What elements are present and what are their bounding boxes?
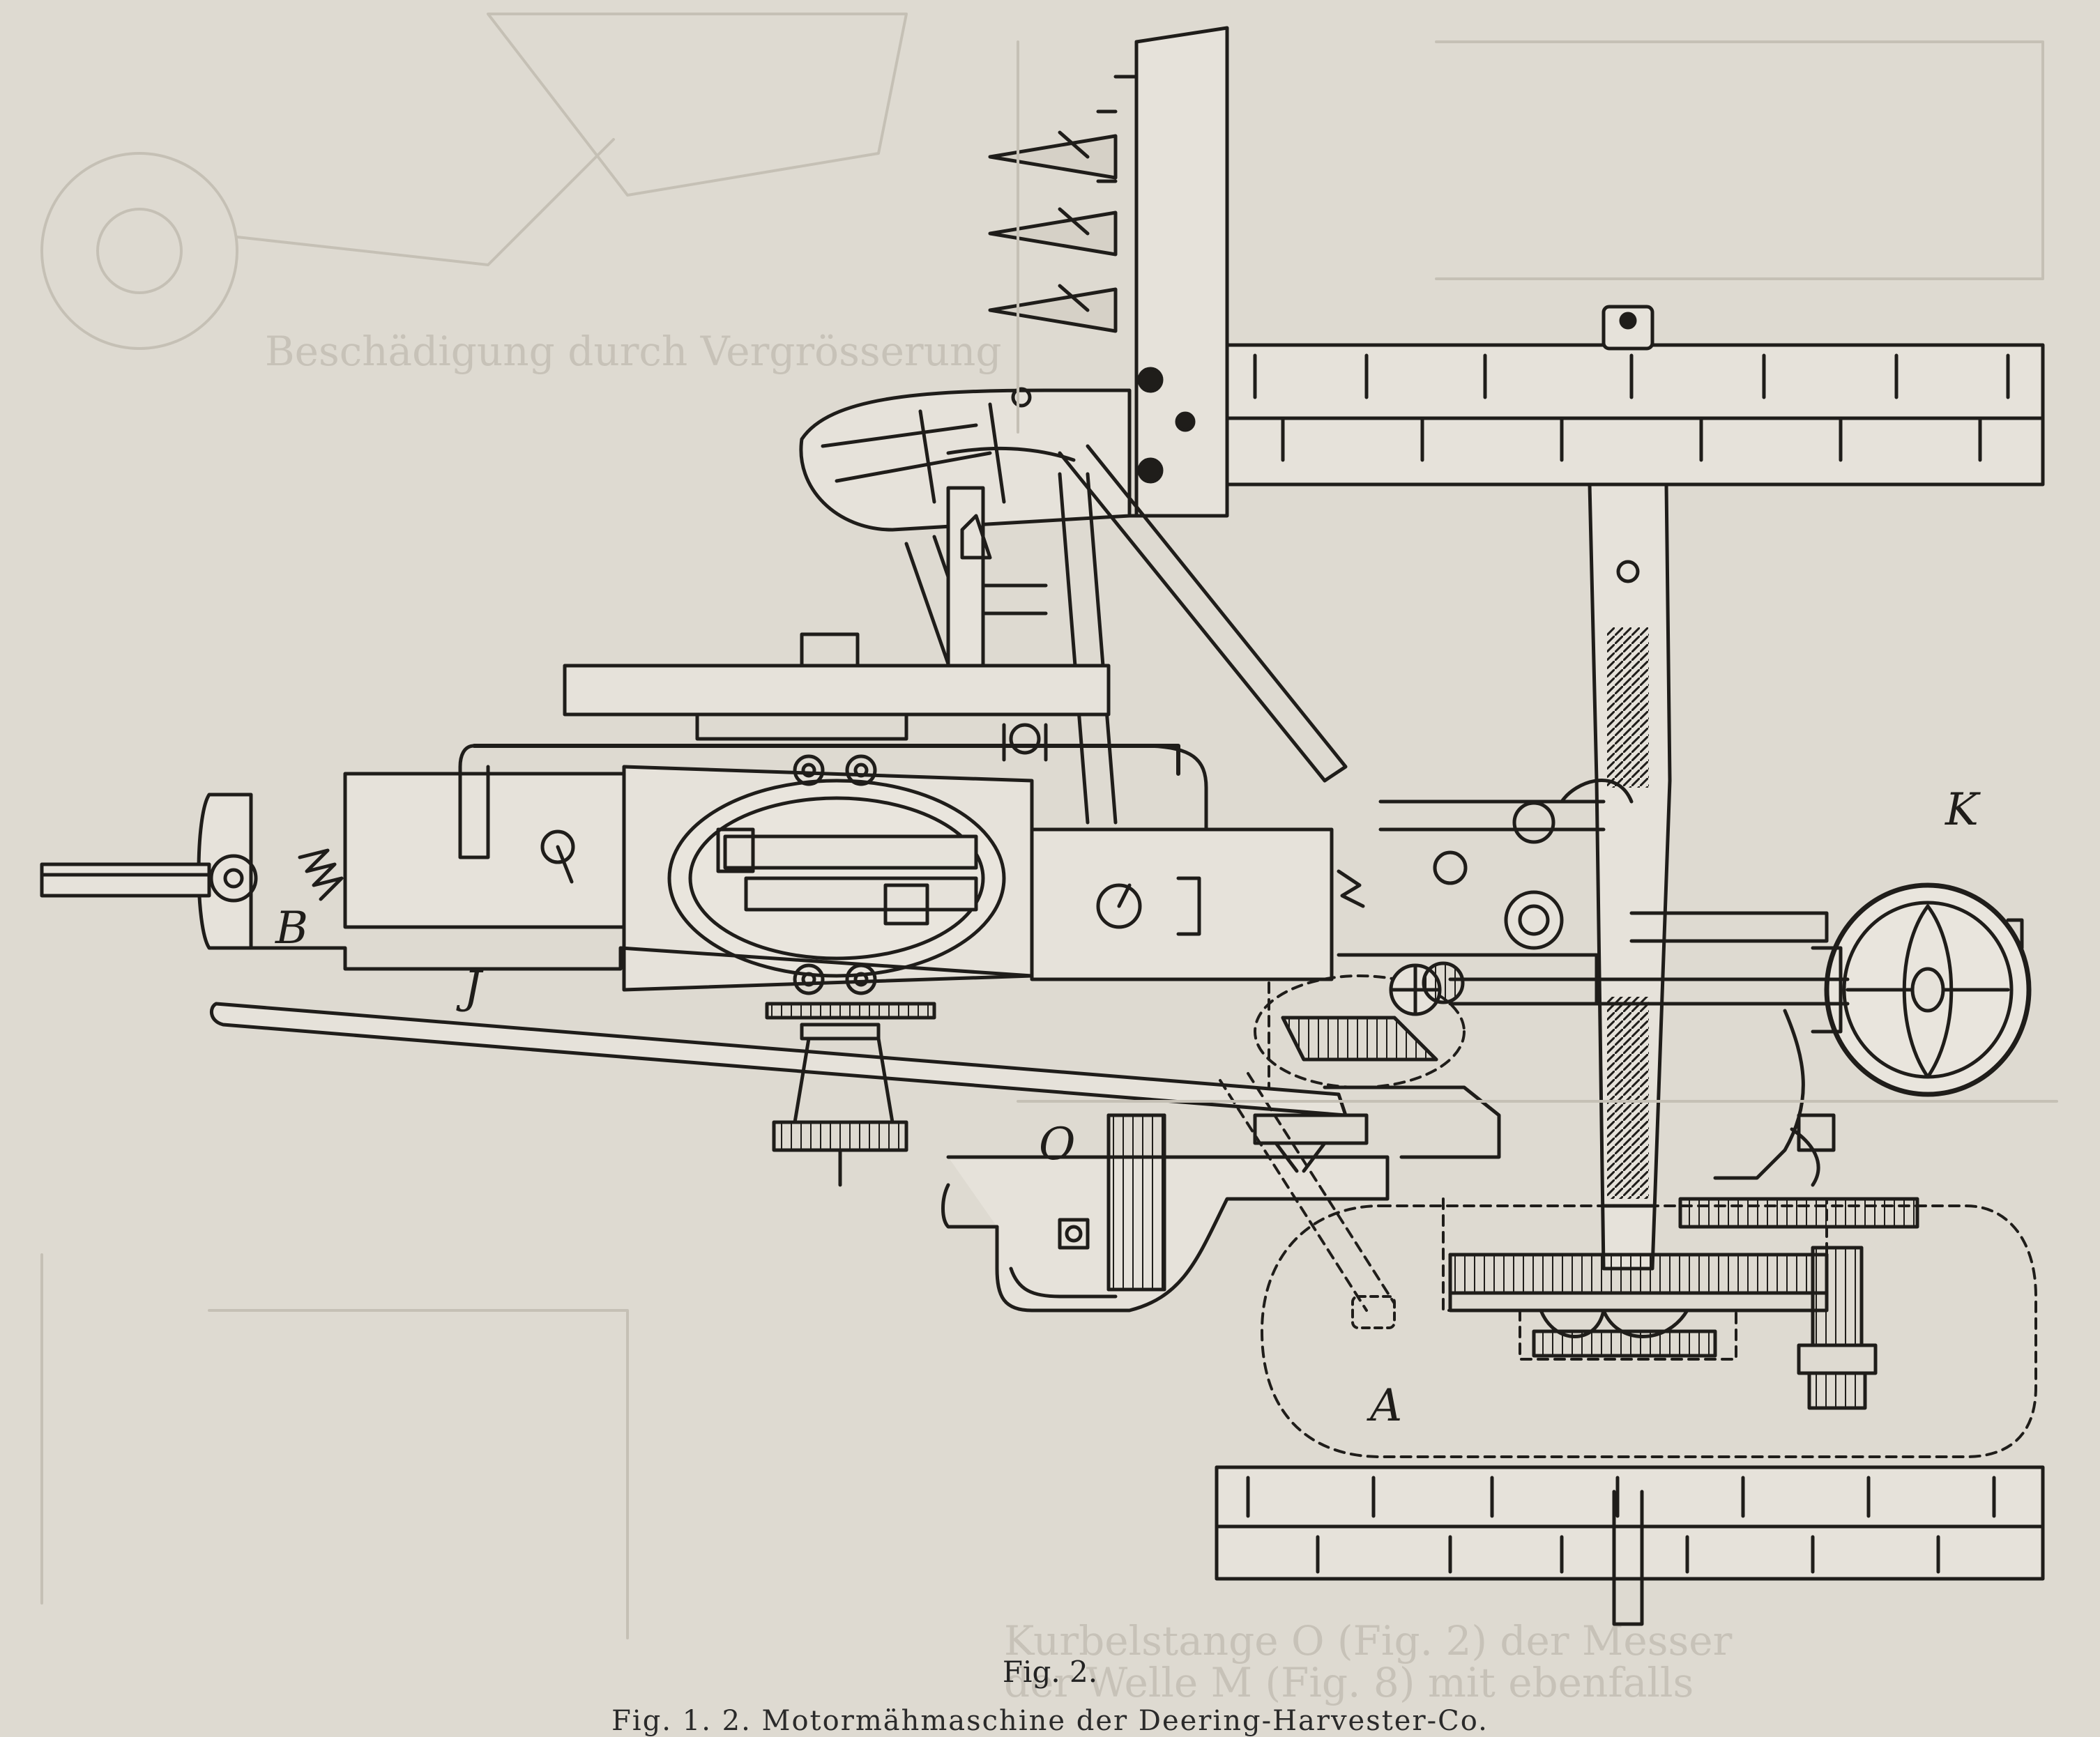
upper-gear-wheel xyxy=(1225,343,2045,487)
right-pipe-fittings xyxy=(1337,779,1634,1006)
upper-bracket xyxy=(799,387,1348,783)
label-b: B xyxy=(275,903,309,954)
handwheel-k xyxy=(1448,882,2032,1187)
bleed-through-line: der Welle M (Fig. 8) mit ebenfalls xyxy=(1004,1659,1694,1706)
label-a: A xyxy=(1370,1380,1403,1432)
bleed-through-line: Beschädigung durch Vergrösserung xyxy=(265,328,1002,375)
figure-title-line: Fig. 1. 2. Motormähmaschine der Deering-… xyxy=(611,1705,1489,1737)
label-o: O xyxy=(1039,1119,1076,1170)
label-j: J xyxy=(464,962,482,1013)
platform-plate xyxy=(563,632,1111,741)
center-bevel-gear xyxy=(1253,961,1501,1173)
knife-drive-post xyxy=(946,472,1118,825)
lower-gear-wheel xyxy=(1215,1465,2045,1581)
bleed-through-line: Kurbelstange O (Fig. 2) der Messer xyxy=(1004,1617,1733,1665)
label-k: K xyxy=(1945,784,1979,836)
bleed-through-drawing xyxy=(40,13,2058,1639)
vertical-shaft xyxy=(1588,305,1672,1626)
figure-caption: Fig. 2. xyxy=(1002,1655,1098,1689)
gear-housing xyxy=(941,974,2037,1458)
engine-block xyxy=(40,723,1468,1187)
